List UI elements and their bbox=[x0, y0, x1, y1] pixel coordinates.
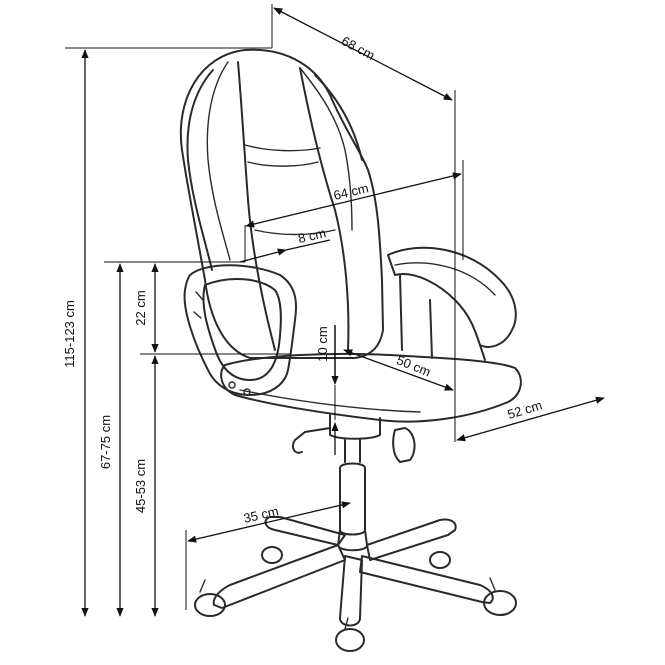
label-total-width: 68 cm bbox=[339, 33, 377, 63]
dim-line-base-radius bbox=[187, 501, 351, 543]
gas-cylinder bbox=[339, 462, 366, 536]
chair-drawing bbox=[179, 48, 522, 652]
right-armrest bbox=[387, 246, 517, 348]
backrest-left-wing bbox=[186, 69, 214, 271]
backrest-outline bbox=[179, 48, 384, 359]
label-armrest-width: 8 cm bbox=[297, 225, 328, 246]
left-armrest bbox=[183, 264, 298, 396]
tilt-mechanism bbox=[329, 414, 381, 440]
seat-cushion bbox=[220, 352, 522, 423]
star-base bbox=[212, 516, 494, 627]
casters bbox=[194, 546, 517, 652]
dim-line-seat-width bbox=[245, 172, 462, 228]
label-seat-thickness: 10 cm bbox=[315, 326, 330, 361]
height-lever bbox=[292, 427, 331, 454]
tilt-knob bbox=[392, 427, 416, 463]
label-armrest-floor-height: 67-75 cm bbox=[98, 415, 113, 469]
backrest-center-panel bbox=[237, 61, 276, 351]
label-total-height: 115-123 cm bbox=[62, 300, 77, 368]
backrest-right-wing bbox=[314, 74, 363, 161]
dimension-lines bbox=[65, 4, 605, 617]
dim-line-armrest-width bbox=[239, 248, 287, 263]
dim-line-seat-depth bbox=[343, 349, 454, 391]
label-base-radius: 35 cm bbox=[242, 503, 280, 526]
dim-line-total-width bbox=[273, 7, 453, 101]
label-seat-floor-height: 45-53 cm bbox=[133, 459, 148, 513]
dim-line-total-depth bbox=[456, 396, 605, 442]
label-armrest-height: 22 cm bbox=[133, 290, 148, 325]
